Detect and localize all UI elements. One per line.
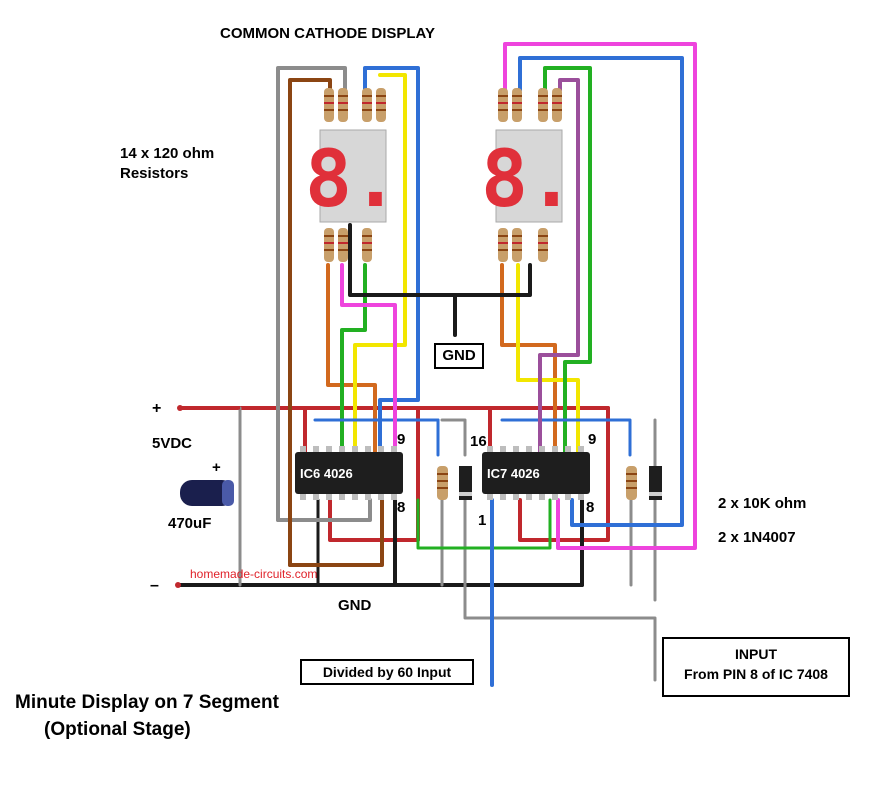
gnd-box-label: GND bbox=[442, 347, 476, 364]
ic6-pin9-label: 9 bbox=[397, 431, 405, 448]
divided-input-box: Divided by 60 Input bbox=[300, 659, 474, 685]
resistor-bank-top-left bbox=[324, 88, 386, 122]
svg-text:IC6 4026: IC6 4026 bbox=[300, 466, 353, 481]
svg-text:8.: 8. bbox=[481, 135, 575, 225]
parts-resistor-label: 2 x 10K ohm bbox=[718, 495, 806, 512]
ic6-pin8-label: 8 bbox=[397, 499, 405, 516]
ic7-pin8-label: 8 bbox=[586, 499, 594, 516]
wires bbox=[176, 42, 697, 687]
diode-1n4007-ic6 bbox=[459, 466, 472, 500]
plus-label: + bbox=[152, 400, 161, 417]
ic-pins bbox=[300, 446, 584, 500]
voltage-label: 5VDC bbox=[152, 435, 192, 452]
parts-diode-label: 2 x 1N4007 bbox=[718, 529, 796, 546]
seven-segment-display-left: 8. bbox=[305, 129, 399, 225]
ic6-chip: IC6 4026 bbox=[295, 452, 403, 494]
caption-line1: Minute Display on 7 Segment bbox=[15, 692, 280, 713]
resistor-type-label: Resistors bbox=[120, 165, 188, 182]
cap-plus-label: + bbox=[212, 459, 221, 476]
input-title: INPUT bbox=[735, 646, 777, 662]
divided-input-label: Divided by 60 Input bbox=[322, 664, 452, 680]
capacitor-label: 470uF bbox=[168, 515, 211, 532]
resistor-10k-ic7 bbox=[626, 466, 637, 500]
ic7-chip: IC7 4026 bbox=[482, 452, 590, 494]
ic7-pin16-label: 16 bbox=[470, 433, 487, 450]
watermark: homemade-circuits.com bbox=[190, 567, 317, 581]
gnd-box: GND bbox=[434, 343, 484, 369]
resistor-10k-ic6 bbox=[437, 466, 448, 500]
ic7-pin9-label: 9 bbox=[588, 431, 596, 448]
resistor-bank-bottom-right bbox=[498, 228, 548, 262]
input-source-box: INPUT From PIN 8 of IC 7408 bbox=[662, 637, 850, 697]
resistor-stripes bbox=[324, 95, 562, 251]
diagram-title: COMMON CATHODE DISPLAY bbox=[220, 25, 435, 42]
svg-text:IC7 4026: IC7 4026 bbox=[487, 466, 540, 481]
resistor-bank-top-right bbox=[498, 88, 562, 122]
ic7-pin1-label: 1 bbox=[478, 512, 486, 529]
caption-line2: (Optional Stage) bbox=[44, 719, 191, 740]
minus-label: – bbox=[150, 577, 159, 594]
terminal-dots bbox=[175, 405, 183, 588]
resistor-count-label: 14 x 120 ohm bbox=[120, 145, 214, 162]
input-source-label: From PIN 8 of IC 7408 bbox=[684, 666, 828, 682]
capacitor-470uf bbox=[180, 406, 240, 506]
gnd-rail-label: GND bbox=[338, 597, 372, 614]
svg-text:8.: 8. bbox=[305, 135, 399, 225]
seven-segment-display-right: 8. bbox=[481, 129, 575, 225]
resistor-bank-bottom-left bbox=[324, 228, 372, 262]
diode-1n4007-ic7 bbox=[649, 466, 662, 500]
